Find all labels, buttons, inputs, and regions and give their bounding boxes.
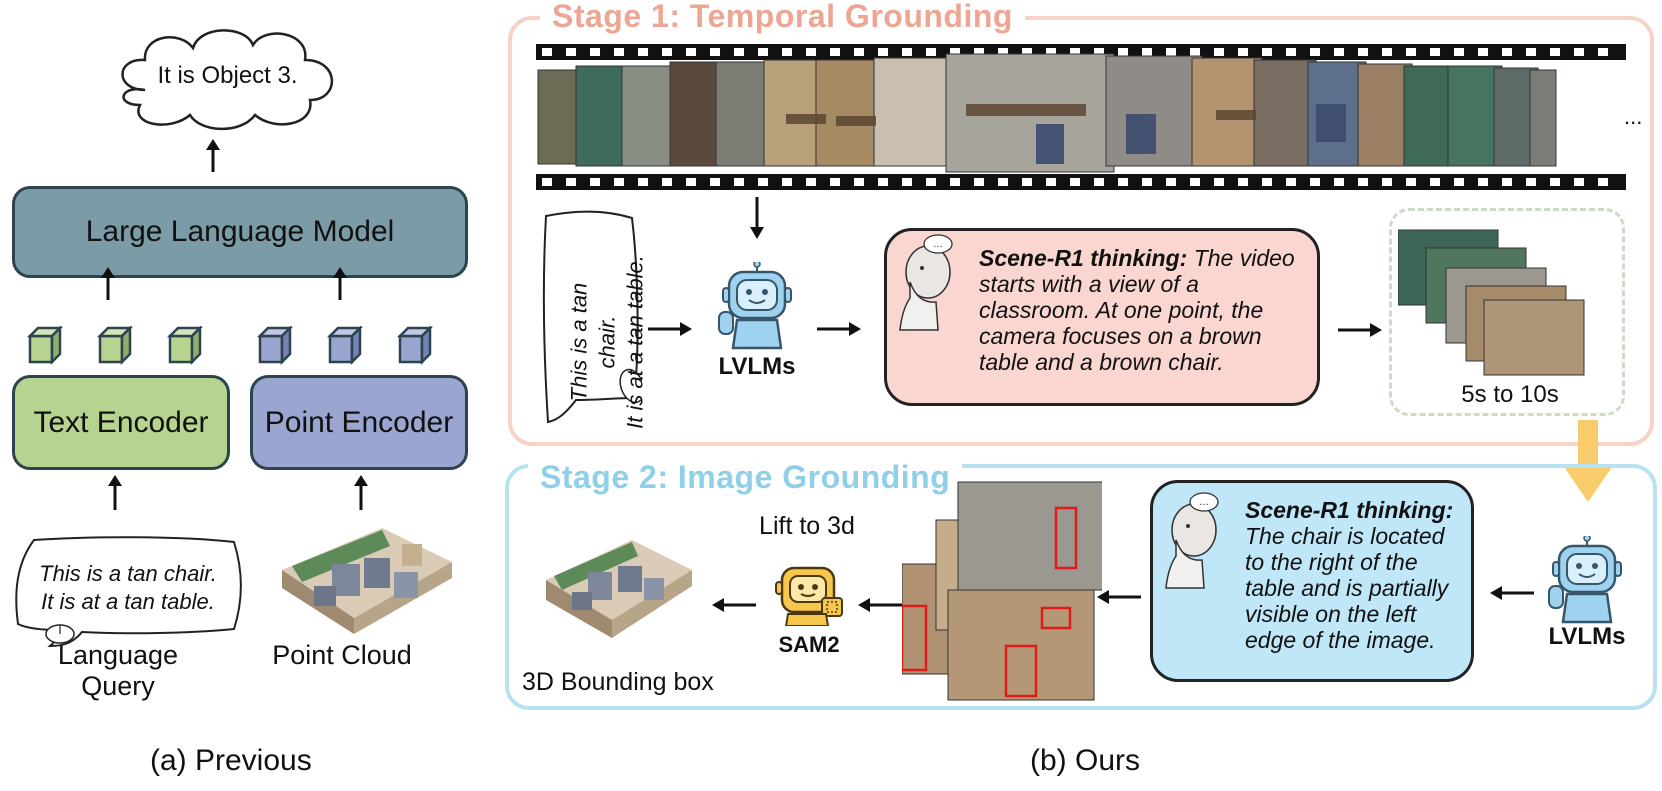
arrow-up-icon	[206, 139, 220, 172]
ours-caption: (b) Ours	[1030, 744, 1141, 777]
mouse-icon	[45, 624, 75, 644]
previous-caption: (a) Previous	[150, 744, 312, 777]
query-text: This is a tan chair. It is at a tan tabl…	[22, 560, 234, 616]
3d-bounding-box-scene-image	[546, 540, 692, 638]
lvlm-robot-icon	[1548, 536, 1622, 624]
3d-bounding-box-label: 3D Bounding box	[522, 668, 714, 696]
point-token-cube-icon	[396, 326, 434, 366]
query-scroll	[542, 210, 642, 424]
segment-dashed-box	[1389, 208, 1625, 416]
text-encoder-label: Text Encoder	[33, 405, 209, 439]
video-film-strip	[536, 44, 1626, 190]
arrow-up-icon	[354, 475, 368, 510]
grounded-frames-stack	[902, 481, 1102, 701]
stage1-thinking-text: The video starts with a view of a classr…	[979, 245, 1295, 375]
arrow-right-icon	[817, 322, 861, 336]
scroll-line-1: This is a tan chair.	[566, 282, 620, 402]
stage-transition-arrow-icon	[1562, 420, 1614, 502]
scroll-line-2: It is at a tan table.	[622, 255, 648, 429]
query-line-2: It is at a tan table.	[41, 589, 215, 614]
arrow-left-icon	[858, 598, 902, 612]
point-encoder-label: Point Encoder	[264, 405, 454, 439]
stage1-title: Stage 1: Temporal Grounding	[540, 0, 1025, 35]
arrow-up-icon	[333, 267, 347, 300]
scroll-text: This is a tan chair. It is at a tan tabl…	[566, 255, 648, 430]
stage1-thinking-label: Scene-R1 thinking:	[979, 245, 1188, 271]
point-token-cube-icon	[326, 326, 364, 366]
text-token-cube-icon	[96, 326, 134, 366]
arrow-left-icon	[712, 598, 756, 612]
token-cubes	[26, 326, 434, 366]
thinking-robot-head-icon: ...	[1165, 492, 1219, 589]
stage1-thinking-box: Scene-R1 thinking: The video starts with…	[884, 228, 1320, 406]
large-language-model-block: Large Language Model	[12, 186, 468, 278]
point-token-cube-icon	[256, 326, 294, 366]
mouse-icon	[619, 368, 642, 404]
stage1-container	[508, 16, 1654, 446]
arrow-left-icon	[1490, 586, 1534, 600]
arrow-right-icon	[648, 322, 692, 336]
sam2-label: SAM2	[778, 632, 840, 657]
arrow-down-icon	[750, 197, 764, 239]
output-thought-cloud	[121, 29, 334, 131]
stage2-title: Stage 2: Image Grounding	[528, 459, 963, 496]
svg-text:...: ...	[1199, 497, 1209, 508]
lvlm-robot-icon	[718, 262, 792, 350]
lift-to-3d-label: Lift to 3d	[759, 512, 855, 540]
sam2-robot-icon	[775, 566, 843, 626]
arrow-up-icon	[101, 267, 115, 300]
thinking-robot-head-icon: ...	[899, 234, 953, 331]
text-encoder-block: Text Encoder	[12, 375, 230, 470]
arrow-left-icon	[1097, 590, 1141, 604]
stage2-container	[505, 464, 1657, 710]
segment-label: 5s to 10s	[1461, 381, 1559, 408]
lvlm-label-stage2: LVLMs	[1548, 623, 1626, 650]
thought-bubble-icon: ...	[923, 234, 953, 254]
segment-frames-stack	[1398, 229, 1585, 376]
cloud-text: It is Object 3.	[157, 62, 298, 89]
point-cloud-scene-image	[282, 528, 452, 634]
bounding-box-marks	[902, 506, 1078, 698]
lvlm-label: LVLMs	[718, 353, 796, 380]
point-encoder-block: Point Encoder	[250, 375, 468, 470]
stage2-thinking-label: Scene-R1 thinking:	[1245, 497, 1454, 523]
film-ellipsis: ...	[1624, 104, 1643, 129]
text-token-cube-icon	[26, 326, 64, 366]
point-cloud-label: Point Cloud	[272, 640, 412, 670]
llm-label: Large Language Model	[85, 215, 395, 248]
stage2-thinking-text: The chair is located to the right of the…	[1245, 523, 1449, 653]
query-speech-bubble	[15, 536, 242, 648]
svg-text:...: ...	[933, 239, 943, 250]
thought-bubble-icon: ...	[1189, 492, 1219, 512]
arrow-right-icon	[1338, 323, 1382, 337]
query-line-1: This is a tan chair.	[39, 561, 217, 586]
language-query-label: Language Query	[57, 640, 179, 701]
arrow-up-icon	[108, 475, 122, 510]
text-token-cube-icon	[166, 326, 204, 366]
